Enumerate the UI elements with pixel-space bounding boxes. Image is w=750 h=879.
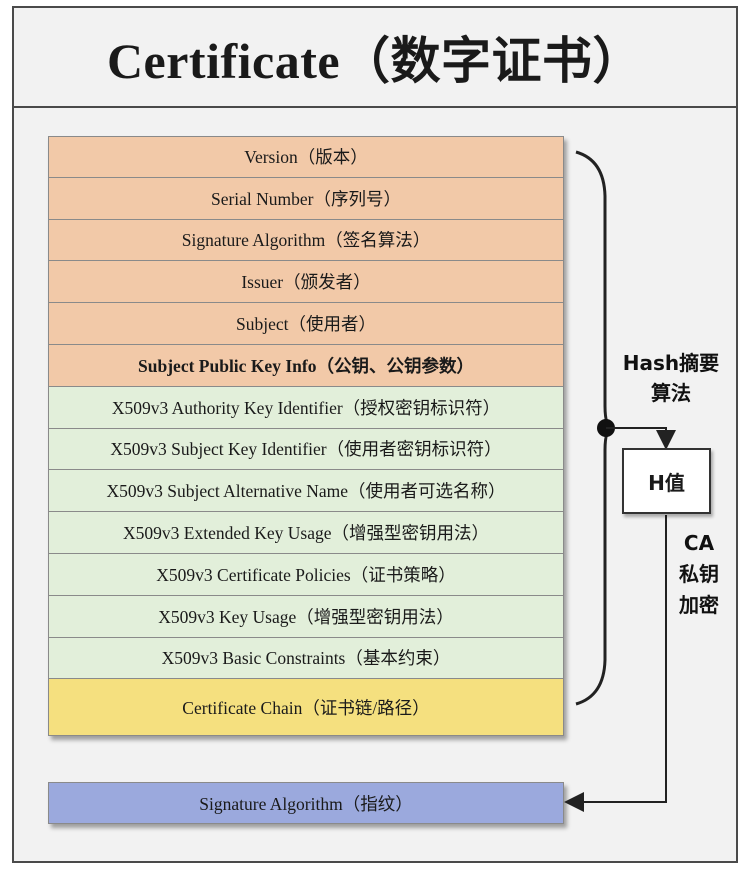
certificate-field-row: Serial Number（序列号） <box>48 177 564 220</box>
diagram-title: Certificate（数字证书） <box>106 33 644 89</box>
ca-label-line3: 加密 <box>679 593 719 617</box>
certificate-field-label: Issuer（颁发者） <box>241 272 371 293</box>
certificate-field-label: X509v3 Certificate Policies（证书策略） <box>156 564 456 585</box>
h-value-box: H值 <box>622 448 711 514</box>
title-bar: Certificate（数字证书） <box>14 8 736 108</box>
certificate-field-label: Subject（使用者） <box>236 314 376 335</box>
certificate-field-label: X509v3 Subject Key Identifier（使用者密钥标识符） <box>110 439 502 460</box>
certificate-field-label: Version（版本） <box>244 147 368 168</box>
signature-algorithm-label: Signature Algorithm（指纹） <box>199 793 413 814</box>
certificate-field-row: Subject Public Key Info（公钥、公钥参数） <box>48 344 564 387</box>
certificate-field-row: Signature Algorithm（签名算法） <box>48 219 564 262</box>
certificate-field-label: X509v3 Subject Alternative Name（使用者可选名称） <box>106 481 506 502</box>
certificate-field-label: X509v3 Authority Key Identifier（授权密钥标识符） <box>111 397 501 418</box>
certificate-field-label: Subject Public Key Info（公钥、公钥参数） <box>138 355 474 376</box>
ca-label-line2: 私钥 <box>679 562 719 586</box>
certificate-field-label: Serial Number（序列号） <box>210 188 402 209</box>
certificate-field-row: X509v3 Certificate Policies（证书策略） <box>48 553 564 596</box>
ca-encrypt-label: CA 私钥 加密 <box>668 528 730 621</box>
certificate-chain-row: Certificate Chain（证书链/路径） <box>48 679 564 737</box>
signature-algorithm-box: Signature Algorithm（指纹） <box>48 782 564 824</box>
hash-label-line1: Hash摘要 <box>622 351 720 375</box>
hash-arrow <box>606 427 676 450</box>
certificate-field-label: Signature Algorithm（签名算法） <box>181 230 431 251</box>
certificate-field-row: X509v3 Basic Constraints（基本约束） <box>48 637 564 680</box>
certificate-field-label: X509v3 Basic Constraints（基本约束） <box>161 648 451 669</box>
certificate-field-row: X509v3 Subject Key Identifier（使用者密钥标识符） <box>48 428 564 471</box>
certificate-field-row: X509v3 Key Usage（增强型密钥用法） <box>48 595 564 638</box>
certificate-field-row: X509v3 Subject Alternative Name（使用者可选名称） <box>48 470 564 513</box>
certificate-chain-label: Certificate Chain（证书链/路径） <box>182 697 430 718</box>
certificate-field-label: X509v3 Extended Key Usage（增强型密钥用法） <box>123 523 489 544</box>
certificate-field-row: X509v3 Authority Key Identifier（授权密钥标识符） <box>48 386 564 429</box>
certificate-field-row: Version（版本） <box>48 136 564 178</box>
certificate-field-row: Subject（使用者） <box>48 303 564 345</box>
hash-algorithm-label: Hash摘要 算法 <box>612 348 730 408</box>
certificate-field-label: X509v3 Key Usage（增强型密钥用法） <box>158 606 454 627</box>
certificate-fields: Version（版本） Serial Number（序列号） Signature A… <box>48 136 564 737</box>
encrypt-arrow <box>564 515 667 812</box>
hash-label-line2: 算法 <box>651 381 691 405</box>
ca-label-line1: CA <box>683 531 715 555</box>
certificate-field-row: Issuer（颁发者） <box>48 261 564 304</box>
certificate-field-row: X509v3 Extended Key Usage（增强型密钥用法） <box>48 512 564 554</box>
h-value-label: H值 <box>648 470 685 495</box>
